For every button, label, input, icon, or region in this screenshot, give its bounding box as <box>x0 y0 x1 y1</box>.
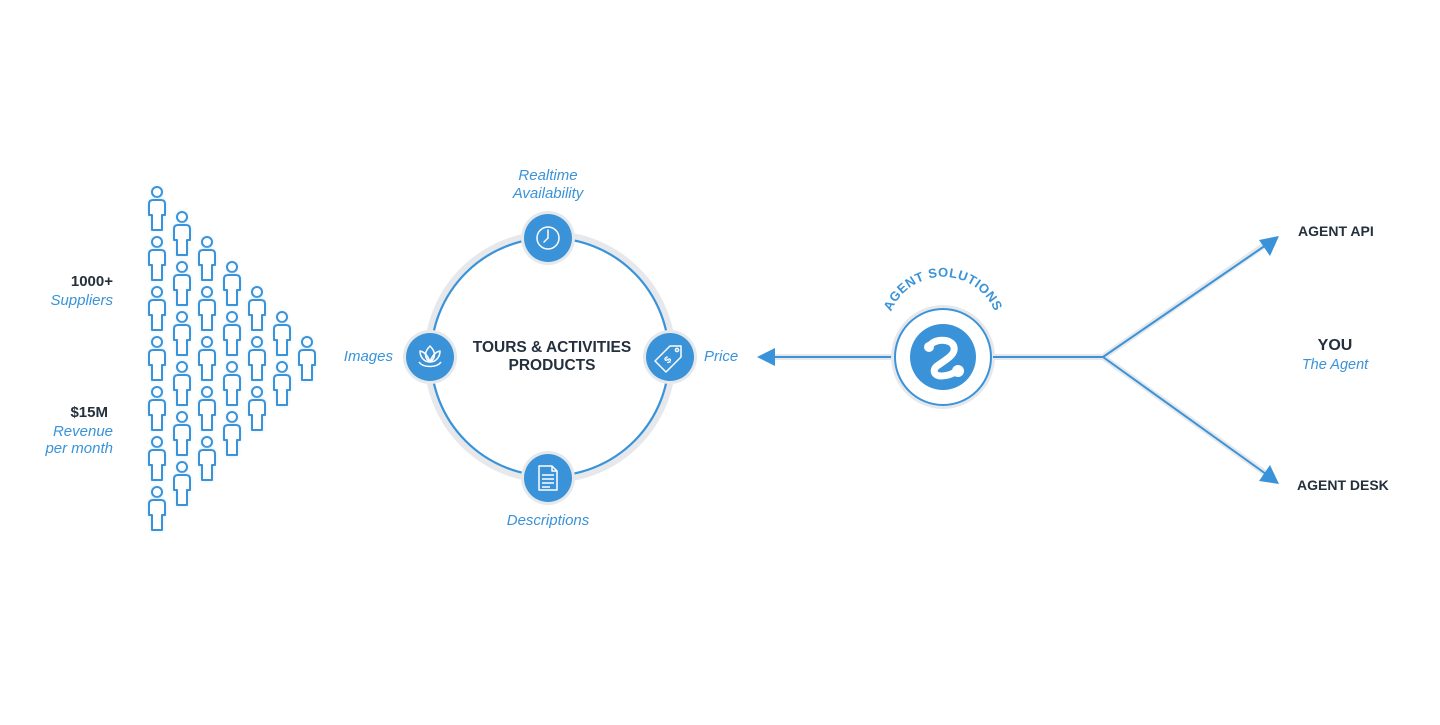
person-icon <box>173 211 191 256</box>
node-images <box>403 330 457 384</box>
person-icon <box>173 361 191 406</box>
node-availability <box>521 211 575 265</box>
suppliers-count: 1000+ <box>70 273 113 290</box>
connector-solutions-to-products <box>757 348 893 366</box>
person-icon <box>223 411 241 456</box>
arrow-left-icon <box>757 348 775 366</box>
node-descriptions <box>521 451 575 505</box>
person-icon <box>273 311 291 356</box>
clock-icon <box>536 226 560 250</box>
person-icon <box>198 386 216 431</box>
person-icon <box>248 286 266 331</box>
person-icon <box>148 236 166 281</box>
person-icon <box>223 261 241 306</box>
person-icon <box>248 336 266 381</box>
availability-label-line-1: Realtime <box>518 167 578 184</box>
person-icon <box>298 336 316 381</box>
person-icon <box>198 336 216 381</box>
you-label: YOU <box>1317 337 1353 354</box>
person-icon <box>273 361 291 406</box>
products-title-line-1: TOURS & ACTIVITIES <box>472 339 632 356</box>
person-icon <box>148 386 166 431</box>
images-label: Images <box>343 348 393 365</box>
person-icon <box>148 286 166 331</box>
person-icon <box>148 336 166 381</box>
person-icon <box>148 186 166 231</box>
person-icon <box>173 411 191 456</box>
agent-api-label: AGENT API <box>1298 223 1374 239</box>
person-icon <box>173 261 191 306</box>
document-icon <box>538 465 558 491</box>
person-icon <box>173 311 191 356</box>
availability-label-line-2: Availability <box>512 185 584 202</box>
you-sub-label: The Agent <box>1301 357 1369 373</box>
products-title-line-2: PRODUCTS <box>508 357 596 374</box>
person-icon <box>148 486 166 531</box>
suppliers-crowd <box>148 186 316 531</box>
person-icon <box>173 461 191 506</box>
person-icon <box>223 311 241 356</box>
flower-icon <box>418 345 442 368</box>
person-icon <box>248 386 266 431</box>
price-label: Price <box>704 348 739 365</box>
person-icon <box>198 236 216 281</box>
suppliers-label: Suppliers <box>50 292 113 309</box>
revenue-label-line-1: Revenue <box>52 423 113 440</box>
agent-solutions-badge: AGENT SOLUTIONS <box>880 265 1005 409</box>
person-icon <box>198 436 216 481</box>
person-icon <box>198 286 216 331</box>
node-price: $ <box>643 330 697 384</box>
revenue-label-line-2: per month <box>45 440 113 457</box>
arrow-up-right-icon <box>1259 236 1279 256</box>
arrow-down-right-icon <box>1259 465 1279 484</box>
descriptions-label: Descriptions <box>506 512 590 529</box>
agent-desk-label: AGENT DESK <box>1297 477 1389 493</box>
revenue-value: $15M <box>70 404 108 421</box>
brand-logo-icon <box>924 336 964 380</box>
person-icon <box>148 436 166 481</box>
person-icon <box>223 361 241 406</box>
connector-fork <box>993 236 1279 484</box>
